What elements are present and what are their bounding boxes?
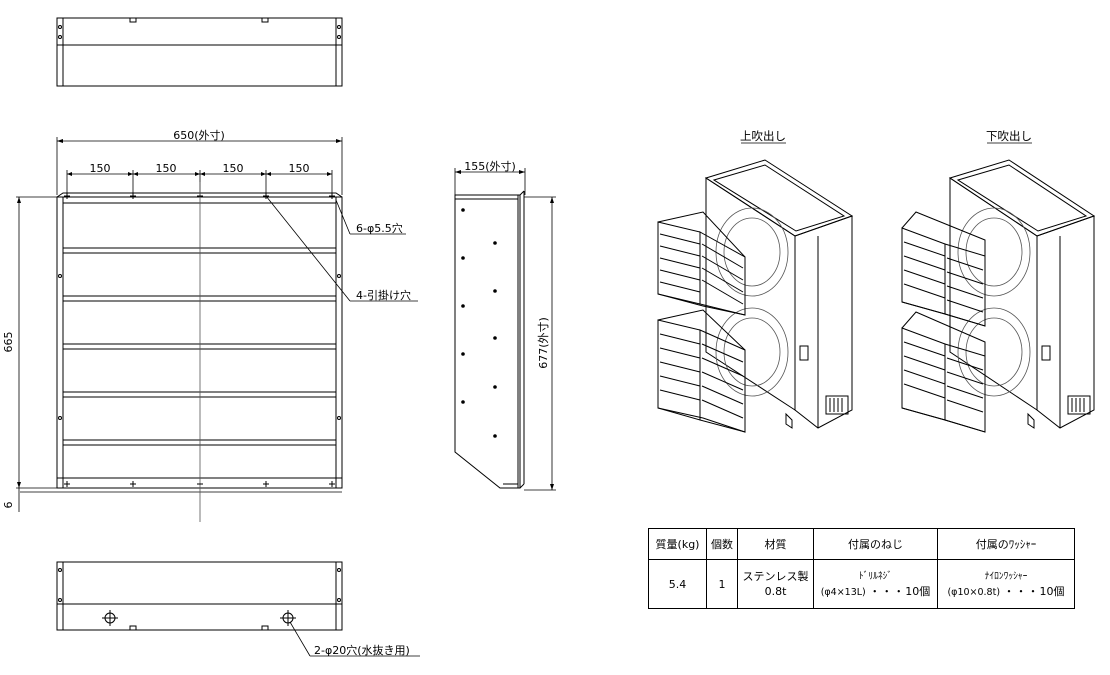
isometric-down: 下吹出し (901, 129, 1096, 433)
table-header-row: 質量(kg) 個数 材質 付属のねじ 付属のﾜｯｼｬｰ (648, 528, 1075, 560)
table-row: 5.4 1 ステンレス製 0.8t ﾄﾞﾘﾙﾈｼﾞ (φ4×13L) ・・・10… (648, 559, 1075, 609)
view-up-title: 上吹出し (740, 129, 786, 143)
washer-name: ﾅｲﾛﾝﾜｯｼｬｰ (984, 571, 1028, 582)
screw-name: ﾄﾞﾘﾙﾈｼﾞ (858, 571, 893, 582)
screw-count: 10個 (905, 585, 931, 598)
material-line1: ステンレス製 (742, 570, 809, 583)
screw-size: (φ4×13L) (820, 587, 866, 598)
isometric-up: 上吹出し (657, 129, 854, 433)
pitch-label-1: 150 (90, 162, 111, 175)
drain-hole-label: 2-φ20穴(水抜き用) (314, 643, 410, 657)
top-view (56, 17, 343, 87)
pitch-label-3: 150 (223, 162, 244, 175)
header-mass: 質量(kg) (648, 528, 707, 560)
pitch-label-2: 150 (156, 162, 177, 175)
cell-washer: ﾅｲﾛﾝﾜｯｼｬｰ (φ10×0.8t) ・・・10個 (937, 559, 1075, 609)
cell-material: ステンレス製 0.8t (737, 559, 814, 609)
pitch-label-4: 150 (289, 162, 310, 175)
side-view: 155(外寸) 677(外寸) (454, 159, 556, 491)
material-line2: 0.8t (764, 585, 787, 598)
header-material: 材質 (737, 528, 814, 560)
bottom-view: 2-φ20穴(水抜き用) (56, 561, 420, 657)
washer-size: (φ10×0.8t) (947, 587, 1001, 598)
header-screw: 付属のねじ (813, 528, 938, 560)
hook-hole-label: 4-引掛け穴 (356, 288, 411, 302)
front-view: 650(外寸) 150 150 150 150 (2, 128, 418, 522)
spec-table: 質量(kg) 個数 材質 付属のねじ 付属のﾜｯｼｬｰ 5.4 1 ステンレス製… (648, 528, 1075, 609)
view-down-title: 下吹出し (986, 129, 1032, 143)
washer-count: 10個 (1039, 585, 1065, 598)
side-height-label: 677(外寸) (536, 317, 550, 369)
bottom-offset-label: 6 (2, 502, 15, 509)
height-dimension-label: 665 (2, 332, 15, 353)
header-qty: 個数 (706, 528, 738, 560)
mount-hole-label: 6-φ5.5穴 (356, 221, 403, 235)
washer-dots: ・・・ (1003, 585, 1040, 598)
screw-dots: ・・・ (869, 585, 906, 598)
cell-qty: 1 (706, 559, 738, 609)
header-washer: 付属のﾜｯｼｬｰ (937, 528, 1075, 560)
side-depth-label: 155(外寸) (464, 159, 516, 173)
cell-mass: 5.4 (648, 559, 707, 609)
width-dimension-label: 650(外寸) (173, 128, 225, 142)
cell-screw: ﾄﾞﾘﾙﾈｼﾞ (φ4×13L) ・・・10個 (813, 559, 938, 609)
